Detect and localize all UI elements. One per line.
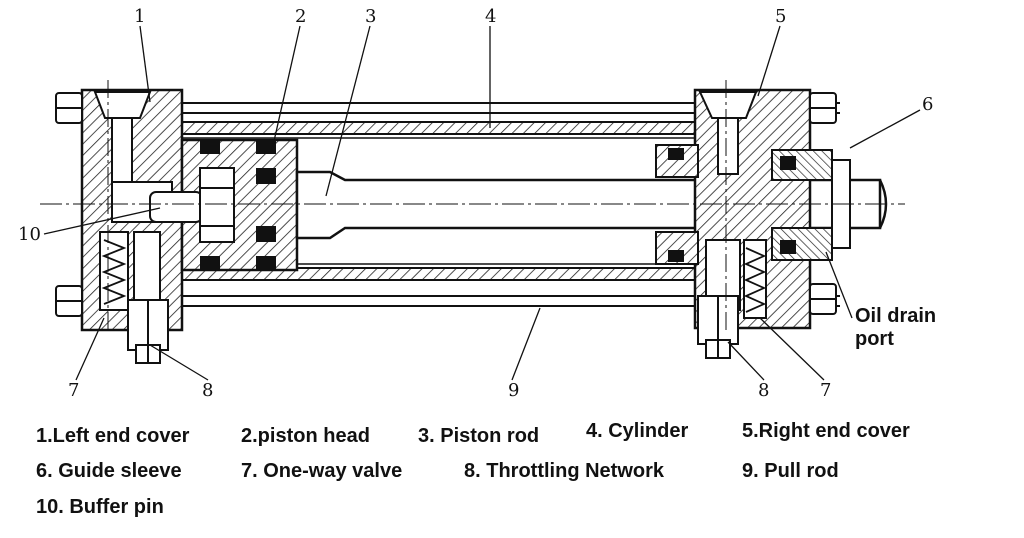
throttle-fitting-right: [697, 295, 739, 359]
legend-throttling-network: 8. Throttling Network: [464, 460, 664, 482]
valve-spring-left: [101, 239, 127, 305]
leader-lines: [43, 25, 921, 381]
callout-8-left: 8: [202, 380, 213, 401]
callout-7-left: 7: [68, 380, 79, 401]
callout-5: 5: [775, 6, 786, 27]
callout-1: 1: [134, 6, 145, 27]
legend-buffer-pin: 10. Buffer pin: [36, 496, 164, 518]
callout-labels: 1 2 3 4 5 6 10 7 8 9 8 7 Oil drain port: [18, 6, 936, 401]
legend-left-end-cover: 1.Left end cover: [36, 425, 190, 447]
callout-9: 9: [508, 380, 519, 401]
right-nuts: [809, 92, 837, 315]
oil-drain-port-label-line2: port: [855, 328, 894, 350]
callout-8-right: 8: [758, 380, 769, 401]
buffer-pin: [149, 187, 235, 227]
callout-6: 6: [922, 94, 933, 115]
callout-10: 10: [18, 224, 41, 245]
legend-one-way-valve: 7. One-way valve: [241, 460, 403, 482]
callout-3: 3: [365, 6, 376, 27]
callout-4: 4: [485, 6, 496, 27]
legend-piston-head: 2.piston head: [241, 425, 370, 447]
callout-2: 2: [295, 6, 306, 27]
oil-drain-port-label-line1: Oil drain: [855, 305, 936, 327]
throttle-fitting-left: [127, 299, 169, 364]
legend-cylinder: 4. Cylinder: [586, 420, 689, 442]
left-nuts: [55, 92, 83, 317]
legend-pull-rod: 9. Pull rod: [742, 460, 839, 482]
legend-piston-rod: 3. Piston rod: [418, 425, 540, 447]
legend-guide-sleeve: 6. Guide sleeve: [36, 460, 182, 482]
valve-spring-right: [743, 247, 767, 313]
legend-right-end-cover: 5.Right end cover: [742, 420, 910, 442]
callout-7-right: 7: [820, 380, 831, 401]
